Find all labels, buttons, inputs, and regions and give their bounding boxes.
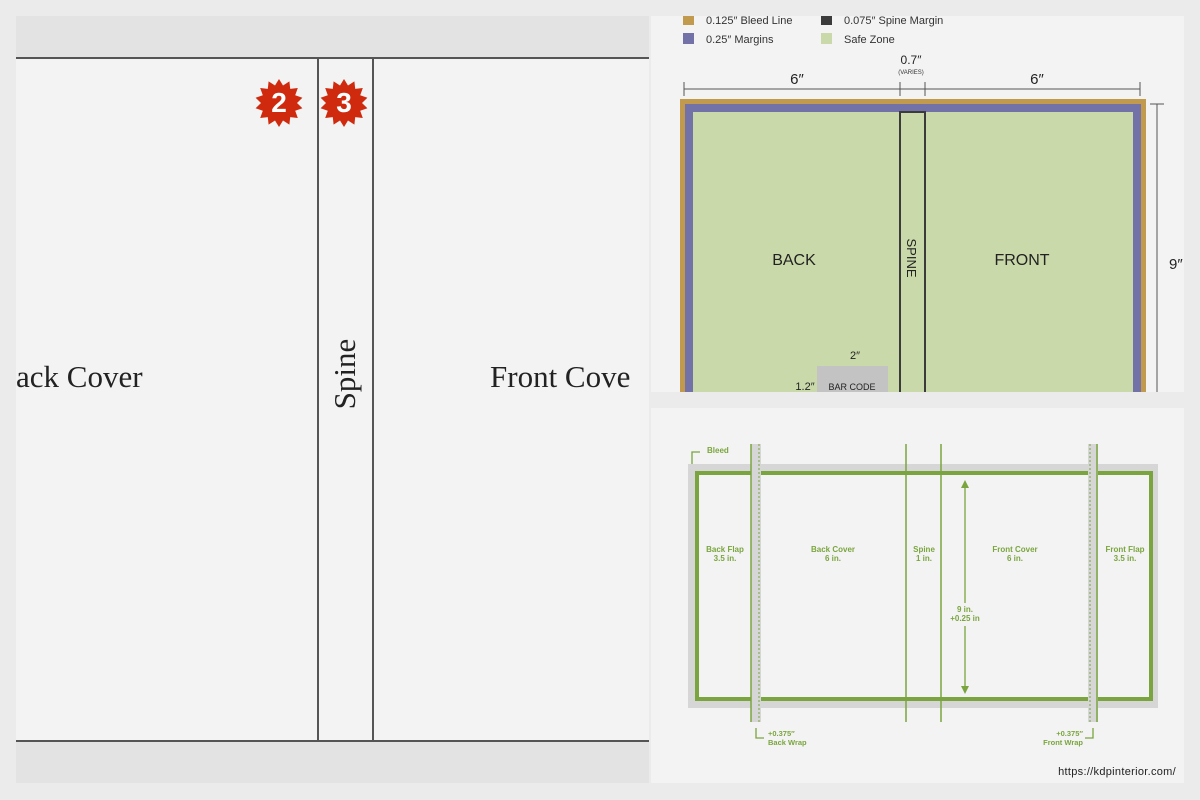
cover-template-panel: 0.125″ Bleed Line 0.075″ Spine Margin 0.… [651,16,1184,392]
barcode-label: BAR CODE [828,382,875,392]
front-wrap-band [1088,444,1098,722]
badge-2-star-icon [255,79,303,127]
back-cover-label: Back Cover [811,545,855,554]
bleed-label: Bleed [707,446,729,455]
back-label: BACK [772,252,816,269]
back-flap-size: 3.5 in. [714,554,737,563]
spine-size: 1 in. [916,554,932,563]
width-dimension-lines [683,82,1141,96]
barcode-height-label: 1.2″ [795,381,814,392]
badge-3-number: 3 [336,87,352,118]
spine-label: Spine [327,339,362,410]
front-cover-label: Front Cover [992,545,1037,554]
spine-area [899,111,926,392]
dust-jacket-diagram: Bleed Back Flap 3.5 in. Back Cover 6 in.… [688,444,1158,747]
legend-swatch-bleed [683,16,694,25]
back-wrap-marker: +0.375″ Back Wrap [755,728,807,747]
legend-safe-zone: Safe Zone [844,34,895,46]
height-arrow [961,480,969,694]
back-flap-label: Back Flap [706,545,744,554]
cover-template-diagram: 0.125″ Bleed Line 0.075″ Spine Margin 0.… [680,16,1183,392]
height-extra: +0.25 in [950,614,980,623]
front-cover-label: Front Cove [490,359,630,394]
dim-left-width: 6″ [790,71,804,88]
back-wrap-arrow-icon [755,728,764,739]
back-wrap-size: +0.375″ [768,729,795,738]
back-cover-size: 6 in. [825,554,841,563]
legend-bleed-line: 0.125″ Bleed Line [706,16,792,27]
legend-swatch-spine-margin [821,16,832,25]
cover-layout-panel: 2 3 ack Cover Spine Front Cove [16,16,649,783]
badge-3: 3 [320,79,368,127]
legend-margins: 0.25″ Margins [706,34,774,46]
bottom-bleed-band [16,741,649,783]
back-cover-label: ack Cover [16,359,143,394]
cover-layout-diagram: 2 3 ack Cover Spine Front Cove [16,16,649,783]
front-wrap-size: +0.375″ [1056,729,1083,738]
back-wrap-label: Back Wrap [768,738,807,747]
badge-2: 2 [255,79,303,127]
front-wrap-marker: +0.375″ Front Wrap [1043,728,1094,747]
arrow-up-icon [961,480,969,488]
badge-2-number: 2 [271,87,287,118]
front-wrap-label: Front Wrap [1043,738,1083,747]
dim-right-width: 6″ [1030,71,1044,88]
dust-jacket-panel: Bleed Back Flap 3.5 in. Back Cover 6 in.… [651,408,1184,783]
dim-height: 9″ [1169,256,1183,273]
spine-vertical-label: SPINE [904,238,919,277]
badge-3-star-icon [320,79,368,127]
legend-swatch-margins [683,33,694,44]
legend-swatch-safe-zone [821,33,832,44]
jacket-trim [695,471,1153,701]
bleed-marker: Bleed [691,446,729,464]
height-dimension-line [1150,103,1164,392]
source-url: https://kdpinterior.com/ [1058,766,1176,778]
top-bleed-band [16,16,649,58]
bleed-arrow-icon [691,451,700,464]
legend-spine-margin: 0.075″ Spine Margin [844,16,943,27]
barcode-area [817,366,888,392]
front-cover-size: 6 in. [1007,554,1023,563]
front-wrap-arrow-icon [1085,728,1094,739]
arrow-down-icon [961,686,969,694]
height-label: 9 in. [957,605,973,614]
dim-spine-note: (VARIES) [898,70,924,76]
front-flap-label: Front Flap [1105,545,1144,554]
legend: 0.125″ Bleed Line 0.075″ Spine Margin 0.… [683,16,943,46]
barcode-width-label: 2″ [850,350,860,362]
front-flap-size: 3.5 in. [1114,554,1137,563]
dim-spine-width: 0.7″ [901,53,923,67]
back-wrap-band [750,444,761,722]
front-label: FRONT [994,252,1049,269]
spine-label: Spine [913,545,935,554]
